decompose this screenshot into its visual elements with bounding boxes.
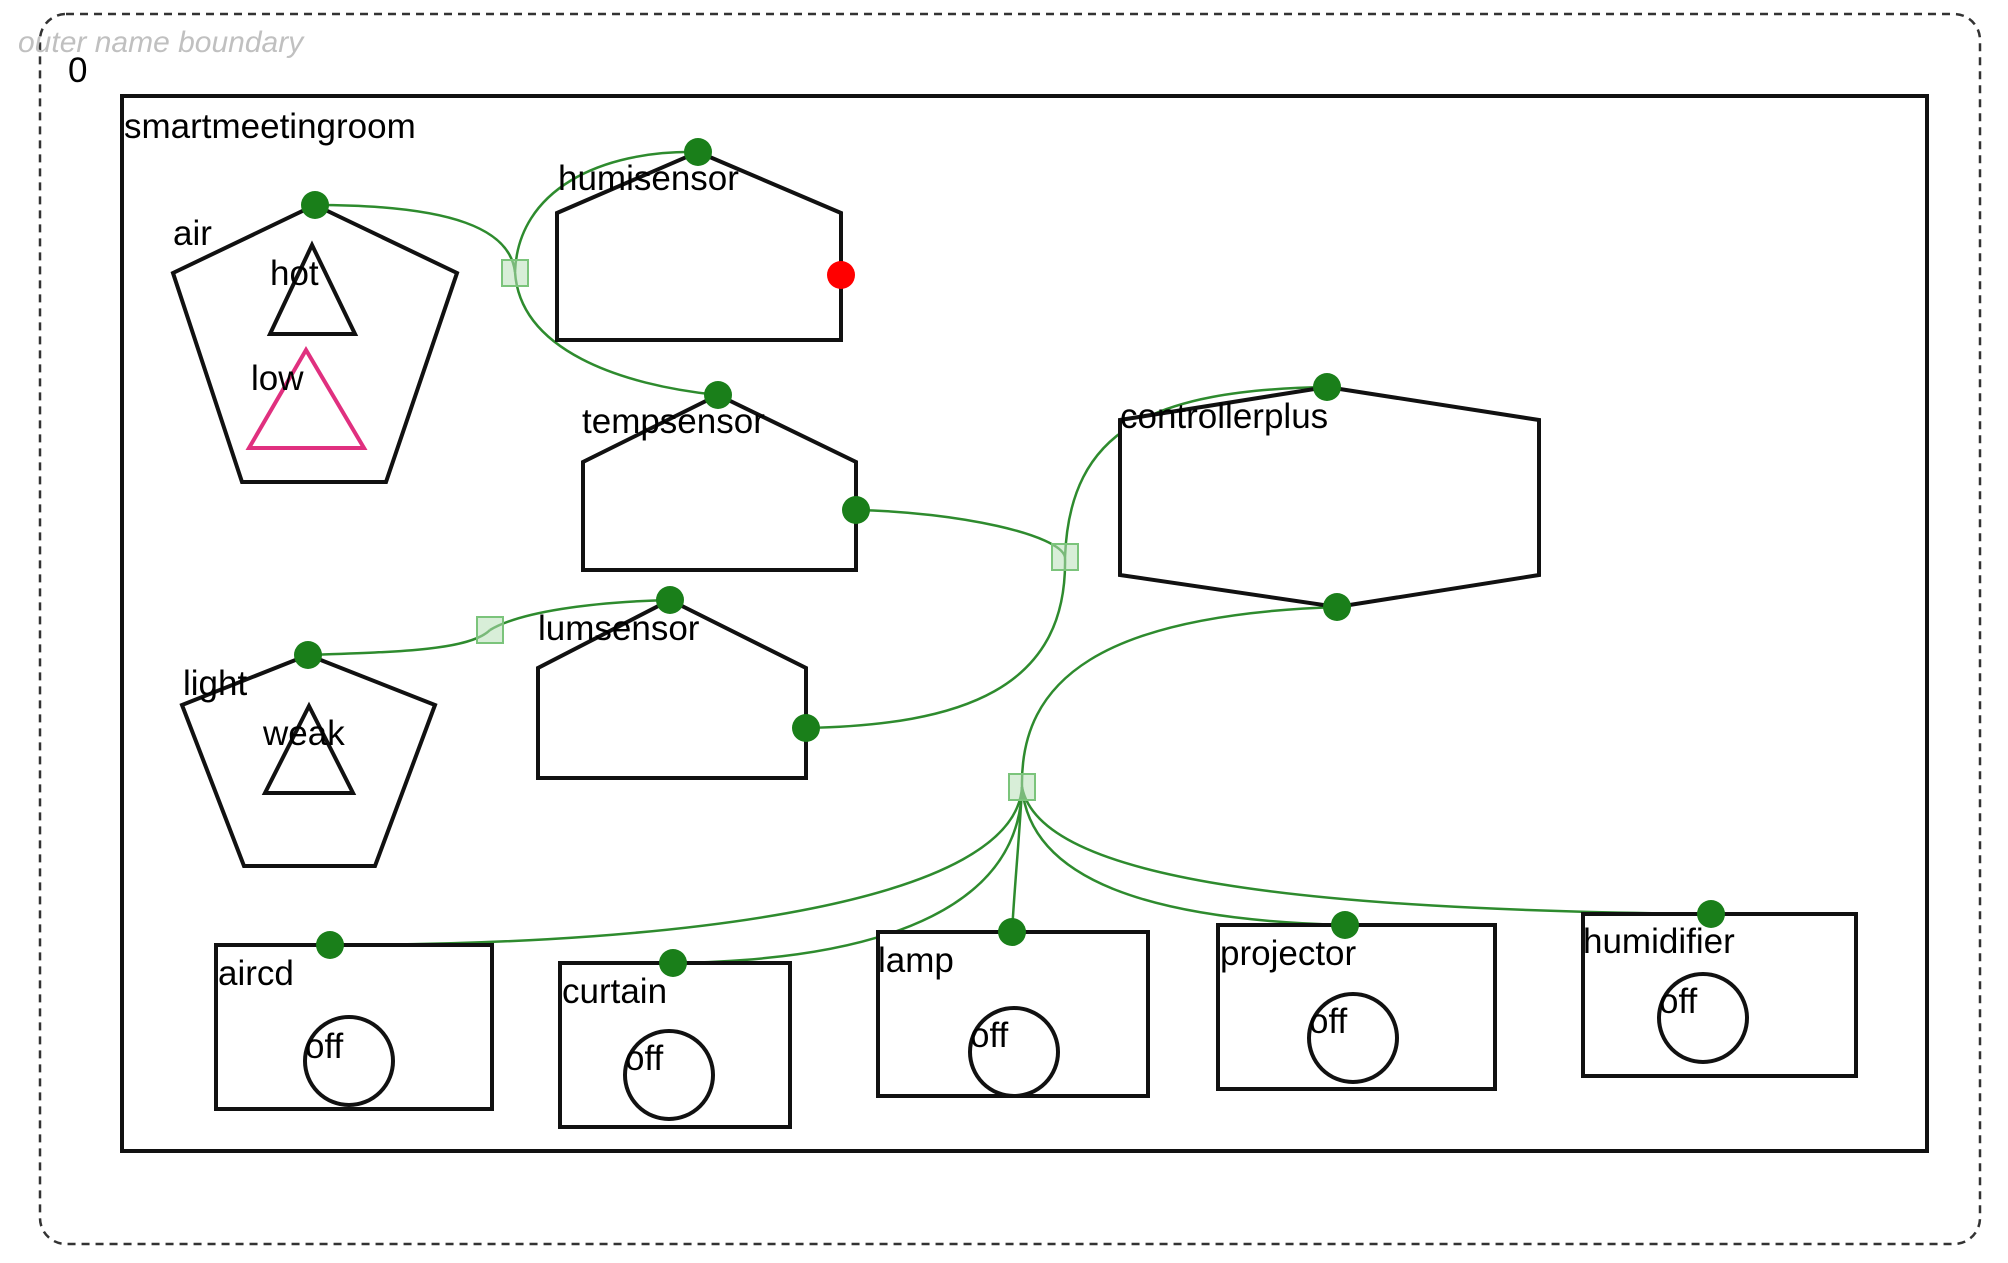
curtain-state-label: off bbox=[625, 1039, 664, 1078]
link-hub[interactable] bbox=[476, 616, 504, 644]
aircd-label: aircd bbox=[218, 954, 294, 993]
device-aircd[interactable]: aircd off bbox=[214, 943, 494, 1111]
device-curtain[interactable]: curtain off bbox=[558, 961, 792, 1129]
link-hub[interactable] bbox=[501, 259, 529, 287]
lamp-node[interactable] bbox=[876, 930, 1150, 1098]
humisensor-node[interactable] bbox=[555, 149, 843, 342]
light-node[interactable] bbox=[179, 652, 438, 868]
air-node[interactable] bbox=[170, 202, 460, 484]
low-triangle[interactable] bbox=[245, 346, 368, 450]
port-lumsensor-right[interactable] bbox=[792, 714, 820, 742]
port-humisensor[interactable] bbox=[684, 138, 712, 166]
link-humisensor-hub bbox=[513, 150, 699, 273]
outer-name-boundary bbox=[38, 12, 1982, 1246]
aircd-node[interactable] bbox=[214, 943, 494, 1111]
weak-label: weak bbox=[262, 714, 345, 753]
link-tempsensor-hub bbox=[513, 271, 719, 397]
lamp-state-circle[interactable] bbox=[968, 1006, 1060, 1098]
aircd-state-label: off bbox=[305, 1027, 344, 1066]
humidifier-node[interactable] bbox=[1581, 912, 1858, 1078]
link-humidifier bbox=[1020, 786, 1712, 916]
low-label: low bbox=[251, 359, 304, 398]
curtain-state-circle[interactable] bbox=[623, 1029, 715, 1121]
port-humidifier[interactable] bbox=[1697, 900, 1725, 928]
port-controllerplus-top[interactable] bbox=[1313, 373, 1341, 401]
port-air[interactable] bbox=[301, 191, 329, 219]
port-light[interactable] bbox=[294, 641, 322, 669]
humidifier-label: humidifier bbox=[1583, 922, 1735, 961]
lamp-state-label: off bbox=[970, 1016, 1009, 1055]
weak-triangle[interactable] bbox=[261, 701, 357, 795]
port-controllerplus-bottom[interactable] bbox=[1323, 593, 1351, 621]
smartmeetingroom-label: smartmeetingroom bbox=[124, 107, 416, 146]
lumsensor-label: lumsensor bbox=[538, 609, 700, 648]
air-label: air bbox=[173, 214, 212, 253]
device-humidifier[interactable]: humidifier off bbox=[1581, 912, 1858, 1078]
projector-node[interactable] bbox=[1216, 923, 1497, 1091]
humisensor-label: humisensor bbox=[558, 159, 739, 198]
port-curtain[interactable] bbox=[659, 949, 687, 977]
link-hub[interactable] bbox=[1008, 773, 1036, 801]
tempsensor-label: tempsensor bbox=[582, 402, 765, 441]
lumsensor-node[interactable] bbox=[536, 597, 808, 780]
port-lumsensor-top[interactable] bbox=[656, 586, 684, 614]
hot-triangle[interactable] bbox=[266, 240, 359, 336]
port-aircd[interactable] bbox=[316, 931, 344, 959]
link-aircd bbox=[329, 786, 1024, 947]
projector-state-label: off bbox=[1309, 1002, 1348, 1041]
port-tempsensor-right[interactable] bbox=[842, 496, 870, 524]
tempsensor-node[interactable] bbox=[581, 392, 858, 572]
humidifier-state-label: off bbox=[1659, 982, 1698, 1021]
projector-state-circle[interactable] bbox=[1307, 992, 1399, 1084]
port-humisensor-error[interactable] bbox=[827, 261, 855, 289]
humidifier-state-circle[interactable] bbox=[1657, 972, 1749, 1064]
link-projector bbox=[1020, 786, 1346, 927]
light-label: light bbox=[183, 664, 247, 703]
port-tempsensor-top[interactable] bbox=[704, 381, 732, 409]
aircd-state-circle[interactable] bbox=[303, 1015, 395, 1107]
outer-name-boundary-label: outer name boundary bbox=[18, 26, 305, 59]
curtain-node[interactable] bbox=[558, 961, 792, 1129]
link-lumsensor-out bbox=[805, 556, 1067, 730]
port-lamp[interactable] bbox=[998, 918, 1026, 946]
link-lamp bbox=[1010, 786, 1024, 933]
link-air-humisensor bbox=[314, 203, 517, 273]
device-lamp[interactable]: lamp off bbox=[876, 930, 1150, 1098]
link-hub[interactable] bbox=[1051, 543, 1079, 571]
projector-label: projector bbox=[1220, 934, 1357, 973]
device-projector[interactable]: projector off bbox=[1216, 923, 1497, 1091]
hot-label: hot bbox=[270, 254, 319, 293]
region-index: 0 bbox=[68, 51, 87, 90]
port-projector[interactable] bbox=[1331, 911, 1359, 939]
ports bbox=[294, 138, 1725, 977]
link-controller-out bbox=[1020, 605, 1338, 788]
link-curtain bbox=[672, 786, 1024, 965]
curtain-label: curtain bbox=[562, 972, 667, 1011]
lamp-label: lamp bbox=[878, 941, 954, 980]
controllerplus-label: controllerplus bbox=[1120, 397, 1328, 436]
